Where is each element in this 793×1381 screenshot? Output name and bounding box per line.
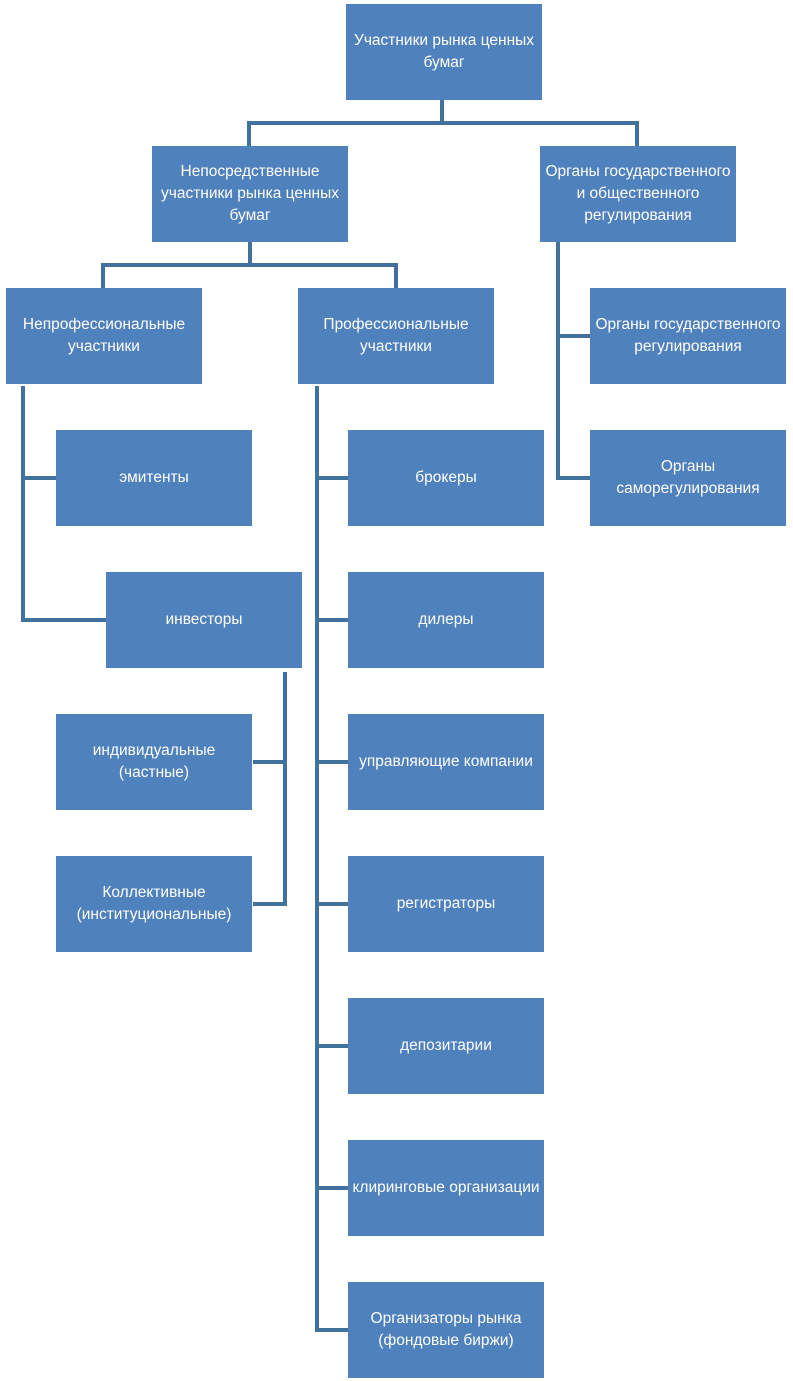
connector-group [21,98,639,1332]
node-direct-participants: Непосредственные участники рынка ценных … [152,146,348,242]
connector-prof [315,386,350,1332]
node-regulators: Органы государственного и общественного … [540,146,736,242]
node-clearing: клиринговые организации [348,1140,544,1236]
node-state-reg-label: Органы государственного регулирования [595,316,781,355]
node-dealers: дилеры [348,572,544,668]
node-emitents-label: эмитенты [119,469,189,486]
node-investors-label: инвесторы [165,611,243,628]
node-root-label: Участники рынка ценных бумаг [353,32,535,71]
connector-investors [253,672,287,906]
node-exchanges: Организаторы рынка (фондовые биржи) [348,1282,544,1378]
node-nonprofessional: Непрофессиональные участники [6,288,202,384]
node-root: Участники рынка ценных бумаг [346,4,542,100]
node-registrars: регистраторы [348,856,544,952]
connector-root [247,98,639,147]
connector-regulators [556,242,592,480]
node-individual: индивидуальные (частные) [56,714,252,810]
node-clearing-label: клиринговые организации [352,1179,540,1196]
connector-nonprof [21,386,108,622]
node-brokers: брокеры [348,430,544,526]
connector-direct [101,240,398,289]
node-dealers-label: дилеры [418,611,474,628]
node-collective: Коллективные (институциональные) [56,856,252,952]
node-brokers-label: брокеры [415,469,477,486]
node-managers-label: управляющие компании [359,753,533,770]
node-managers: управляющие компании [348,714,544,810]
node-self-regulation: Органы саморегулирования [590,430,786,526]
node-investors: инвесторы [106,572,302,668]
node-registrars-label: регистраторы [396,895,496,912]
node-depositories-label: депозитарии [400,1037,492,1054]
node-exchanges-label: Организаторы рынка (фондовые биржи) [370,1310,522,1349]
node-prof-label: Профессиональные участники [323,316,469,355]
node-collective-label: Коллективные (институциональные) [76,884,232,923]
node-self-reg-label: Органы саморегулирования [616,458,760,497]
node-emitents: эмитенты [56,430,252,526]
node-state-regulation: Органы государственного регулирования [590,288,786,384]
node-professional: Профессиональные участники [298,288,494,384]
node-individual-label: индивидуальные (частные) [92,742,216,781]
node-regulators-label: Органы государственного и общественного … [545,163,731,224]
node-nonprof-label: Непрофессиональные участники [22,316,186,355]
node-depositories: депозитарии [348,998,544,1094]
node-direct-label: Непосредственные участники рынка ценных … [161,163,339,224]
